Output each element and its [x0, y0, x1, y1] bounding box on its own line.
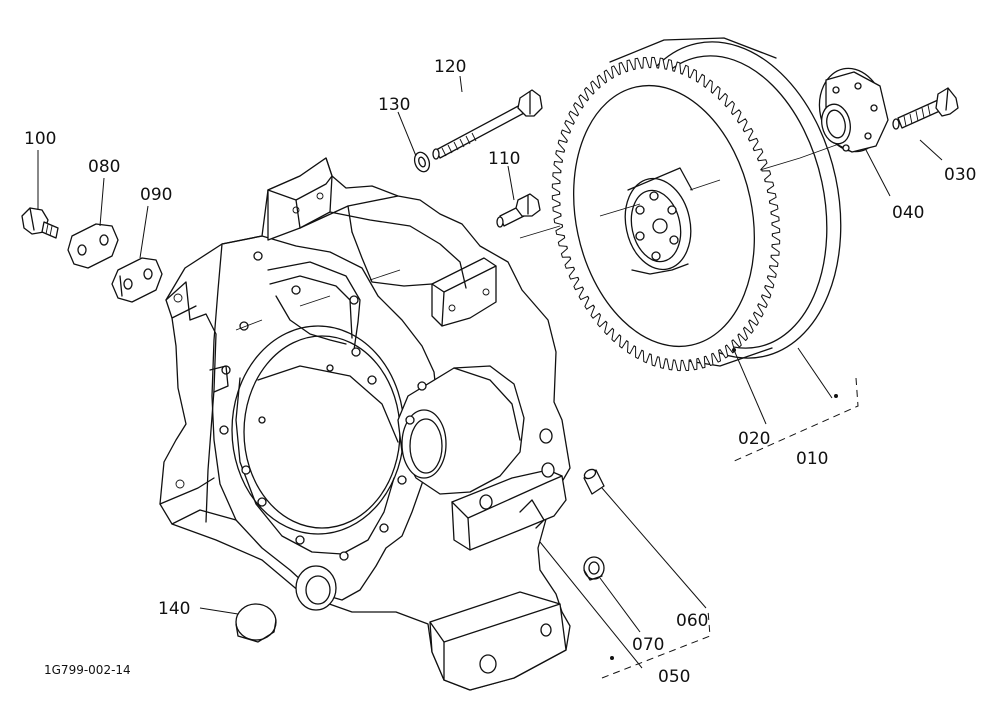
- part-100-bolt: [21, 207, 59, 239]
- label-100: 100: [24, 129, 56, 149]
- part-080-plate: [67, 223, 119, 269]
- label-050: 050: [658, 667, 690, 687]
- label-130: 130: [378, 95, 410, 115]
- flywheel-assembly: [235, 37, 851, 372]
- flywheel-housing: [159, 157, 571, 691]
- label-070: 070: [632, 635, 664, 655]
- drawing-code: 1G799-002-14: [44, 663, 131, 677]
- part-090-plate: [111, 257, 163, 303]
- housing-bolt-holes: [219, 251, 427, 561]
- label-080: 080: [88, 157, 120, 177]
- part-130-washer: [413, 151, 431, 173]
- part-040-adapter: [818, 67, 889, 153]
- housing-plug-boss: [295, 565, 337, 611]
- label-120: 120: [434, 57, 466, 77]
- label-030: 030: [944, 165, 976, 185]
- label-060: 060: [676, 611, 708, 631]
- part-060-pin: [583, 468, 605, 495]
- part-labels: 100 080 090 130 120 110 030 040 020 010 …: [24, 57, 976, 687]
- housing-top-boss-left: [267, 157, 333, 241]
- label-110: 110: [488, 149, 520, 169]
- group-brackets: [601, 377, 859, 679]
- part-120-bolt: [432, 89, 543, 160]
- housing-front-plate: [211, 235, 439, 601]
- part-030-bolt: [892, 87, 959, 130]
- housing-foot: [429, 591, 567, 691]
- part-070-plug: [583, 556, 605, 581]
- label-010: 010: [796, 449, 828, 469]
- housing-top-boss-right: [431, 257, 497, 327]
- label-040: 040: [892, 203, 924, 223]
- flywheel-hub-holes: [635, 191, 679, 261]
- housing-lower-mount: [451, 469, 567, 551]
- label-140: 140: [158, 599, 190, 619]
- label-090: 090: [140, 185, 172, 205]
- leader-lines: [37, 75, 943, 669]
- part-140-plug: [235, 603, 277, 643]
- part-110-bolt: [496, 193, 541, 228]
- label-020: 020: [738, 429, 770, 449]
